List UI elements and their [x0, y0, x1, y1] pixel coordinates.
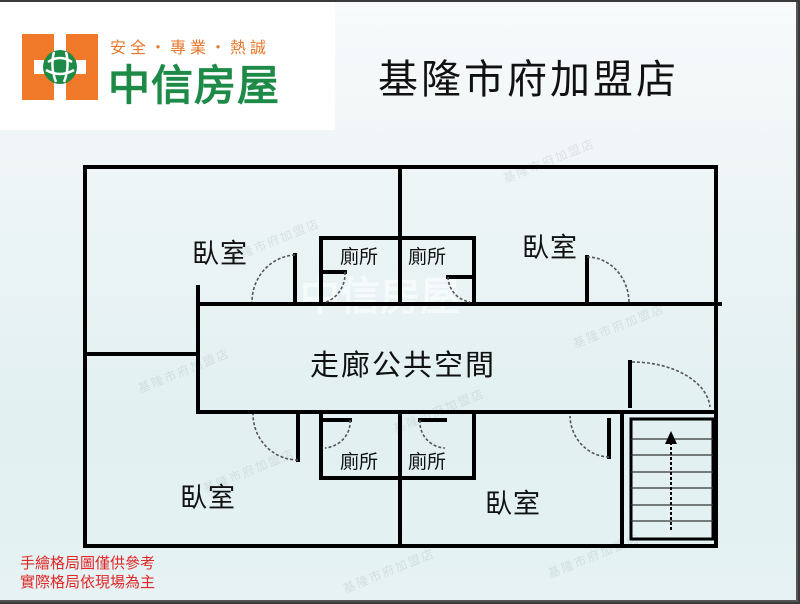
room-label-bedroom-bottom-left: 臥室: [180, 483, 236, 514]
stair-up-arrow-icon: [665, 431, 677, 530]
room-label-bedroom-top-right: 臥室: [522, 233, 578, 264]
room-label-bedroom-top-left: 臥室: [192, 239, 248, 270]
room-label-toilet-top-left: 廁所: [340, 246, 379, 268]
disclaimer-line-1: 手繪格局圖僅供參考: [20, 554, 156, 572]
store-title: 基隆市府加盟店: [378, 57, 679, 103]
room-label-hallway: 走廊公共空間: [310, 348, 497, 382]
logo-slogan: 安全・專業・熱誠: [110, 38, 271, 57]
disclaimer-line-2: 實際格局依現場為主: [20, 573, 156, 591]
room-label-toilet-top-right: 廁所: [408, 246, 447, 268]
logo-panel: 安全・專業・熱誠 中信房屋: [0, 2, 335, 130]
brand-logo-icon: [22, 34, 98, 100]
logo-brand-name: 中信房屋: [108, 61, 281, 110]
center-watermark: 中信房屋: [300, 274, 460, 320]
room-label-toilet-bottom-left: 廁所: [340, 451, 379, 473]
room-label-bedroom-bottom-right: 臥室: [485, 489, 541, 520]
room-label-toilet-bottom-right: 廁所: [408, 451, 447, 473]
disclaimer: 手繪格局圖僅供參考 實際格局依現場為主: [20, 554, 155, 592]
